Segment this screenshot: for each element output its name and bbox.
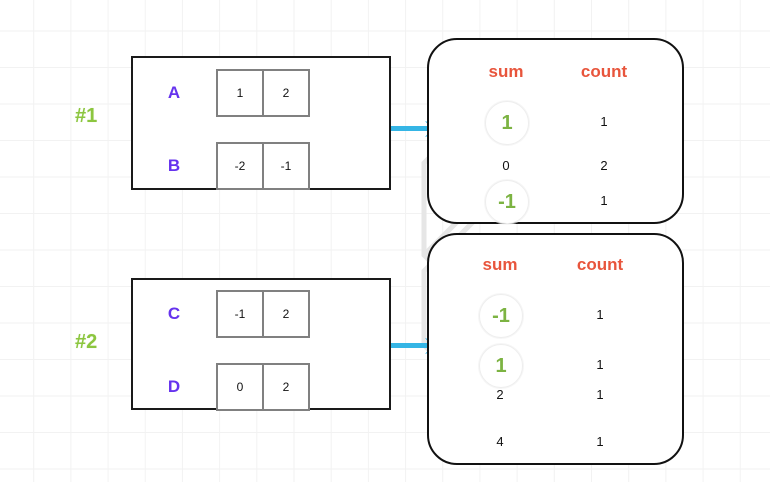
record-panel-2: C -1 2 D 0 2 [131, 278, 391, 411]
record-panel-1: A 1 2 B -2 -1 [131, 56, 391, 190]
cell-d-0: 0 [216, 363, 264, 411]
agg-table-2-row-2-count: 1 [596, 357, 604, 372]
agg-table-2-row-4-sum: 4 [496, 434, 504, 449]
cell-c-0: -1 [216, 290, 264, 338]
agg-table-2-header-count: count [576, 255, 624, 274]
agg-table-2-header-sum: sum [482, 255, 518, 274]
agg-table-1: sum count 1 1 0 2 -1 1 [427, 38, 684, 224]
row-label-d: D [167, 377, 181, 396]
agg-table-1-row-3-count: 1 [600, 193, 608, 208]
row-label-c: C [167, 304, 181, 323]
agg-table-2-row-1-sum: -1 [479, 294, 523, 338]
agg-table-1-row-2-sum: 0 [502, 158, 510, 173]
agg-table-1-row-1-count: 1 [600, 114, 608, 129]
cell-a-0: 1 [216, 69, 264, 117]
cell-b-0: -2 [216, 142, 264, 190]
cell-d-1: 2 [262, 363, 310, 411]
row-label-b: B [167, 156, 181, 175]
agg-table-2-row-1-count: 1 [596, 307, 604, 322]
agg-table-2-row-2-sum: 1 [479, 344, 523, 388]
agg-table-1-row-1-sum: 1 [485, 101, 529, 145]
cell-pair-b: -2 -1 [216, 142, 310, 190]
agg-table-1-row-2-count: 2 [600, 158, 608, 173]
cell-b-1: -1 [262, 142, 310, 190]
cell-a-1: 2 [262, 69, 310, 117]
agg-table-1-header-count: count [580, 62, 628, 81]
step-label-1: #1 [75, 105, 98, 127]
row-label-a: A [167, 83, 181, 102]
agg-table-2: sum count -1 1 1 1 2 1 4 1 [427, 233, 684, 465]
cell-pair-d: 0 2 [216, 363, 310, 411]
agg-table-2-row-4-count: 1 [596, 434, 604, 449]
agg-table-2-row-3-sum: 2 [496, 387, 504, 402]
agg-table-1-header-sum: sum [488, 62, 524, 81]
agg-table-1-row-3-sum: -1 [485, 180, 529, 224]
cell-c-1: 2 [262, 290, 310, 338]
step-label-2: #2 [75, 331, 98, 353]
cell-pair-a: 1 2 [216, 69, 310, 117]
agg-table-2-row-3-count: 1 [596, 387, 604, 402]
cell-pair-c: -1 2 [216, 290, 310, 338]
